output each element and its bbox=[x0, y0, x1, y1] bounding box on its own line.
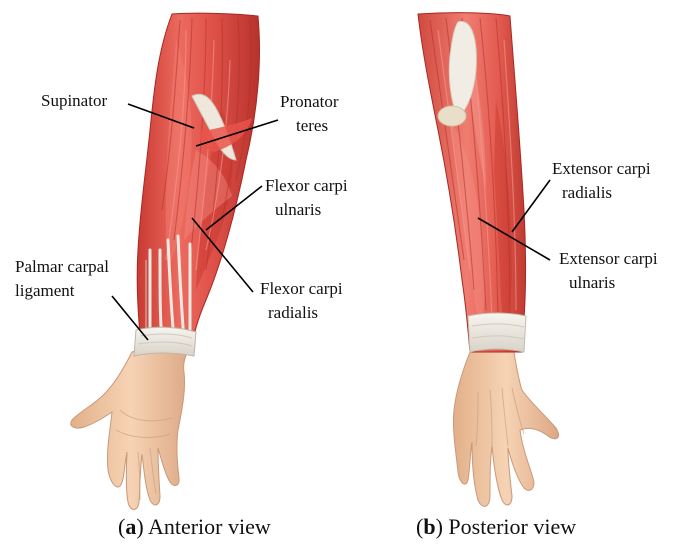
caption-anterior-view: (a) Anterior view bbox=[118, 514, 271, 539]
label-flexor-carpi-radialis-line1: Flexor carpi bbox=[260, 279, 343, 298]
posterior-arm-illustration bbox=[418, 13, 558, 507]
label-extensor-carpi-ulnaris-line1: Extensor carpi bbox=[559, 249, 658, 268]
label-supinator: Supinator bbox=[41, 91, 107, 110]
label-flexor-carpi-radialis-line2: radialis bbox=[268, 303, 318, 322]
label-extensor-carpi-ulnaris-line2: ulnaris bbox=[569, 273, 615, 292]
label-palmar-carpal-ligament-line2: ligament bbox=[15, 281, 75, 300]
caption-posterior-view: (b) Posterior view bbox=[416, 514, 576, 539]
anterior-hand bbox=[71, 345, 190, 509]
label-flexor-carpi-ulnaris-line1: Flexor carpi bbox=[265, 176, 348, 195]
label-extensor-carpi-radialis-line2: radialis bbox=[562, 183, 612, 202]
posterior-labels: Extensor carpi radialis Extensor carpi u… bbox=[552, 159, 658, 292]
label-extensor-carpi-radialis-line1: Extensor carpi bbox=[552, 159, 651, 178]
label-palmar-carpal-ligament-line1: Palmar carpal bbox=[15, 257, 109, 276]
label-pronator-teres-line1: Pronator bbox=[280, 92, 339, 111]
label-flexor-carpi-ulnaris-line2: ulnaris bbox=[275, 200, 321, 219]
label-pronator-teres-line2: teres bbox=[296, 116, 328, 135]
